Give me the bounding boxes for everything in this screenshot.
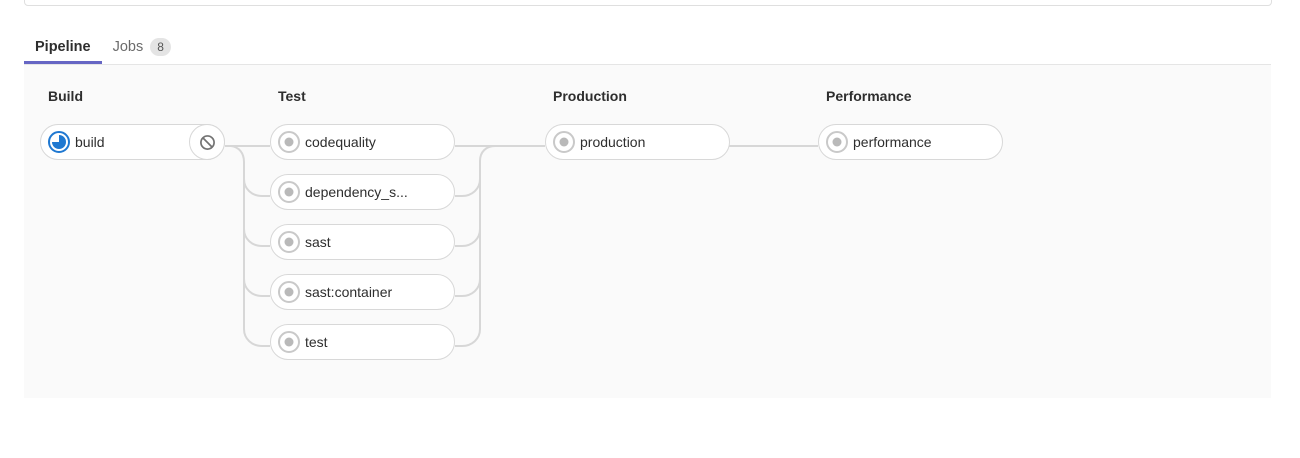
job-label: performance — [853, 134, 932, 150]
job-production[interactable]: production — [545, 124, 730, 160]
created-status-icon — [826, 131, 848, 153]
job-label: build — [75, 134, 105, 150]
tab-pipeline[interactable]: Pipeline — [24, 30, 102, 64]
job-build[interactable]: build — [40, 124, 225, 160]
job-dependency-scanning[interactable]: dependency_s... — [270, 174, 455, 210]
job-label: dependency_s... — [305, 184, 408, 200]
stage-header-build: Build — [48, 88, 83, 104]
created-status-icon — [278, 181, 300, 203]
pipeline-graph: Build Test Production Performance build — [24, 65, 1271, 398]
job-label: test — [305, 334, 328, 350]
job-sast-container[interactable]: sast:container — [270, 274, 455, 310]
job-performance[interactable]: performance — [818, 124, 1003, 160]
tab-jobs-label: Jobs — [112, 39, 144, 55]
pipeline-tabs: Pipeline Jobs 8 — [24, 30, 182, 64]
job-sast[interactable]: sast — [270, 224, 455, 260]
created-status-icon — [553, 131, 575, 153]
running-status-icon — [48, 131, 70, 153]
job-label: sast:container — [305, 284, 393, 300]
job-test[interactable]: test — [270, 324, 455, 360]
cancel-job-button[interactable] — [189, 124, 225, 160]
job-label: codequality — [305, 134, 376, 150]
tabs-divider — [24, 64, 1271, 65]
tab-pipeline-label: Pipeline — [35, 39, 91, 55]
created-status-icon — [278, 131, 300, 153]
pipeline-summary-card-edge — [24, 0, 1272, 6]
job-label: production — [580, 134, 646, 150]
pipeline-connector-lines — [225, 145, 818, 347]
created-status-icon — [278, 231, 300, 253]
stage-header-performance: Performance — [826, 88, 912, 104]
job-label: sast — [305, 234, 331, 250]
created-status-icon — [278, 281, 300, 303]
stage-header-test: Test — [278, 88, 306, 104]
job-codequality[interactable]: codequality — [270, 124, 455, 160]
tab-jobs[interactable]: Jobs 8 — [102, 30, 182, 64]
ban-icon — [199, 134, 215, 150]
jobs-count-badge: 8 — [150, 38, 171, 56]
created-status-icon — [278, 331, 300, 353]
stage-header-production: Production — [553, 88, 627, 104]
